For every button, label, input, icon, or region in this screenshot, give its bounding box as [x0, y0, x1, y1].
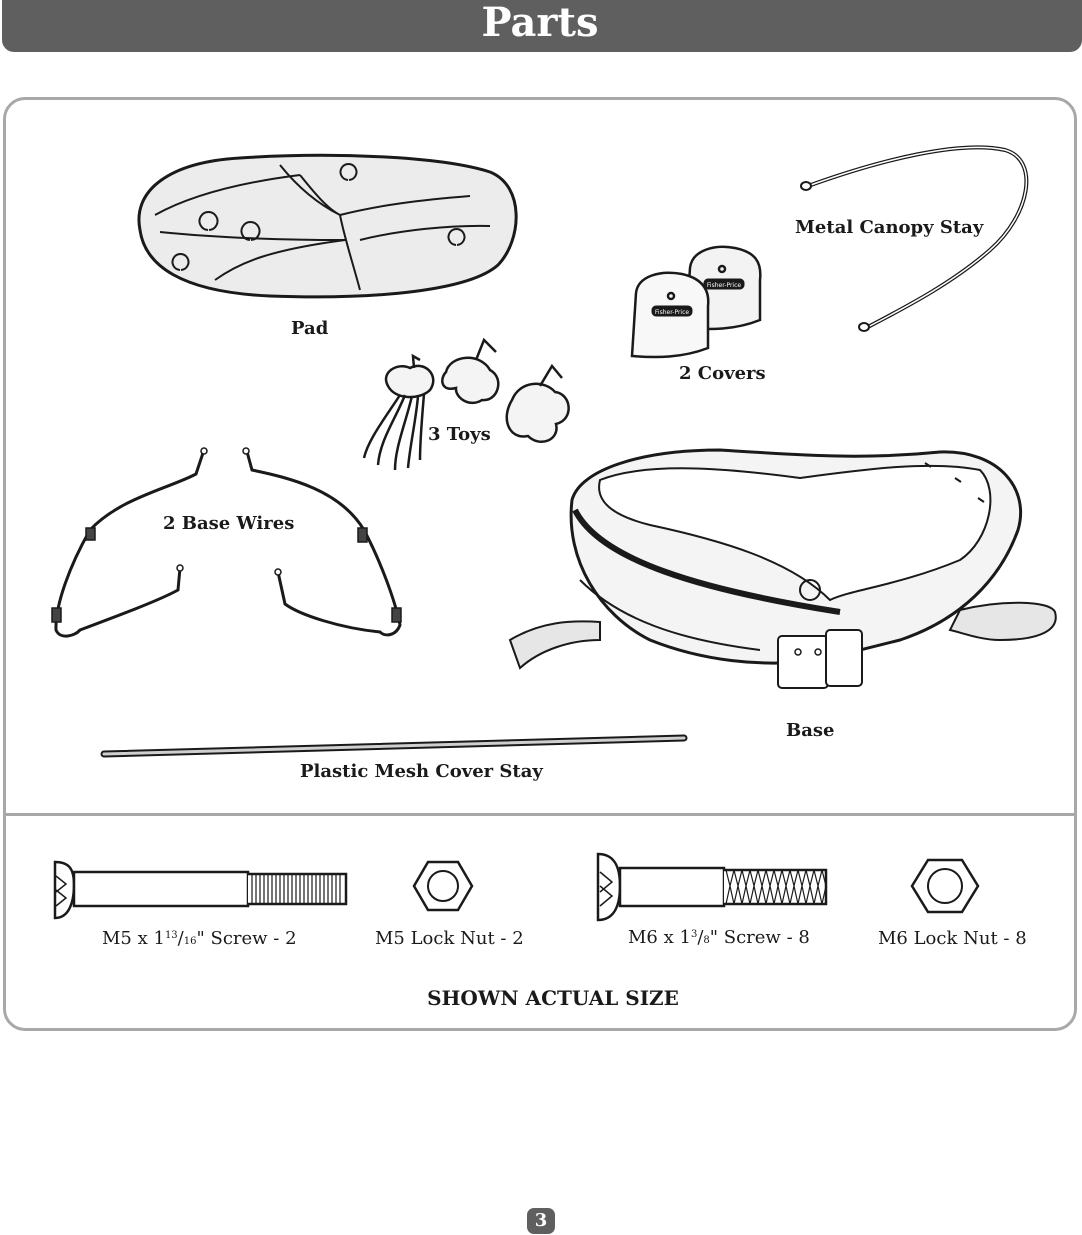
metal-canopy-stay-label: Metal Canopy Stay — [795, 217, 984, 238]
base-wires-label: 2 Base Wires — [163, 513, 295, 534]
plastic-mesh-cover-stay-illustration — [100, 734, 688, 758]
m6-screw-label: M6 x 13/8" Screw - 8 — [628, 927, 810, 948]
shown-actual-size-note: SHOWN ACTUAL SIZE — [427, 986, 679, 1010]
page-number: 3 — [527, 1208, 555, 1234]
m6-lock-nut-label: M6 Lock Nut - 8 — [878, 928, 1027, 949]
m5-screw-quantity: " Screw - 2 — [196, 928, 297, 949]
m5-screw-label: M5 x 113/16" Screw - 2 — [102, 928, 297, 949]
m5-screw-fraction-numerator: 13 — [164, 930, 178, 941]
m6-screw-quantity: " Screw - 8 — [709, 927, 810, 948]
m6-screw-fraction-numerator: 3 — [690, 929, 698, 940]
m5-screw-fraction-denominator: 16 — [183, 936, 197, 947]
pad-label: Pad — [291, 318, 329, 339]
m5-lock-nut-illustration — [412, 860, 474, 912]
toys-label: 3 Toys — [428, 424, 491, 445]
cover-logo-text: Fisher-Price — [707, 282, 741, 289]
header-bar — [2, 0, 1082, 52]
m5-lock-nut-label: M5 Lock Nut - 2 — [375, 928, 524, 949]
m5-screw-size: M5 x 1 — [102, 928, 165, 949]
covers-label: 2 Covers — [679, 363, 766, 384]
m6-screw-size: M6 x 1 — [628, 927, 691, 948]
m6-lock-nut-illustration — [910, 858, 980, 914]
pad-illustration — [137, 153, 518, 299]
m5-screw-illustration — [53, 860, 348, 920]
m6-screw-fraction-denominator: 8 — [703, 935, 710, 946]
cover-logo-text: Fisher-Price — [655, 309, 689, 316]
base-wires-illustration — [51, 447, 402, 638]
plastic-mesh-cover-stay-label: Plastic Mesh Cover Stay — [300, 761, 543, 782]
page-title: Parts — [481, 0, 599, 46]
section-divider — [3, 813, 1077, 816]
m6-screw-illustration — [596, 852, 828, 922]
parts-panel — [3, 97, 1077, 1031]
metal-canopy-stay-illustration — [800, 145, 1029, 332]
base-illustration — [508, 448, 1057, 689]
toys-illustration — [362, 337, 570, 471]
base-label: Base — [786, 720, 835, 741]
